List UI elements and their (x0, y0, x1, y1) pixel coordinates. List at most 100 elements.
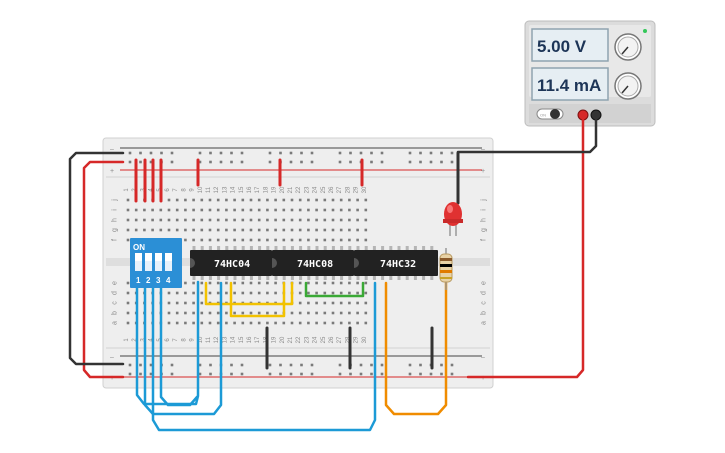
breadboard-hole[interactable] (450, 372, 454, 376)
breadboard-hole[interactable] (249, 321, 253, 325)
current-knob[interactable] (614, 72, 642, 100)
breadboard-hole[interactable] (338, 372, 342, 376)
breadboard-hole[interactable] (282, 198, 286, 202)
breadboard-hole[interactable] (268, 372, 272, 376)
breadboard-hole[interactable] (380, 151, 384, 155)
breadboard-hole[interactable] (349, 372, 352, 376)
breadboard-hole[interactable] (356, 301, 359, 305)
breadboard-hole[interactable] (126, 198, 130, 202)
breadboard-hole[interactable] (323, 208, 327, 212)
breadboard-hole[interactable] (200, 228, 204, 232)
breadboard-hole[interactable] (323, 218, 327, 222)
breadboard-hole[interactable] (149, 363, 153, 367)
breadboard-hole[interactable] (419, 372, 422, 376)
voltage-knob[interactable] (614, 33, 642, 61)
breadboard-hole[interactable] (274, 281, 277, 285)
breadboard-hole[interactable] (331, 208, 335, 212)
breadboard-hole[interactable] (209, 160, 212, 164)
breadboard-hole[interactable] (364, 301, 368, 305)
breadboard-hole[interactable] (339, 281, 343, 285)
breadboard-hole[interactable] (170, 151, 174, 155)
dip-switch[interactable]: ON 1 2 3 4 (130, 238, 182, 288)
breadboard-hole[interactable] (184, 238, 187, 242)
breadboard-hole[interactable] (257, 208, 261, 212)
breadboard-hole[interactable] (249, 198, 253, 202)
breadboard-hole[interactable] (126, 321, 130, 325)
breadboard-hole[interactable] (268, 363, 272, 367)
breadboard-hole[interactable] (216, 321, 220, 325)
breadboard-hole[interactable] (450, 151, 454, 155)
breadboard-hole[interactable] (198, 372, 202, 376)
breadboard-hole[interactable] (175, 228, 179, 232)
breadboard-hole[interactable] (233, 291, 236, 295)
breadboard-hole[interactable] (450, 363, 454, 367)
breadboard-hole[interactable] (323, 228, 327, 232)
breadboard-hole[interactable] (356, 311, 359, 315)
breadboard-hole[interactable] (331, 281, 335, 285)
breadboard-hole[interactable] (167, 218, 171, 222)
breadboard-hole[interactable] (225, 228, 228, 232)
breadboard-hole[interactable] (257, 281, 261, 285)
breadboard-hole[interactable] (356, 228, 359, 232)
breadboard-hole[interactable] (126, 301, 130, 305)
breadboard-hole[interactable] (216, 311, 220, 315)
breadboard-hole[interactable] (268, 151, 272, 155)
breadboard-hole[interactable] (175, 218, 179, 222)
breadboard-hole[interactable] (126, 281, 130, 285)
breadboard-hole[interactable] (331, 291, 335, 295)
breadboard-hole[interactable] (151, 228, 154, 232)
breadboard-hole[interactable] (331, 321, 335, 325)
breadboard-holes[interactable] (126, 151, 454, 376)
breadboard-hole[interactable] (339, 228, 343, 232)
breadboard-hole[interactable] (233, 228, 236, 232)
breadboard-hole[interactable] (159, 228, 163, 232)
breadboard-hole[interactable] (282, 218, 286, 222)
breadboard-hole[interactable] (241, 218, 245, 222)
breadboard-hole[interactable] (216, 291, 220, 295)
breadboard-hole[interactable] (233, 238, 236, 242)
breadboard-hole[interactable] (208, 198, 212, 202)
breadboard-hole[interactable] (298, 291, 302, 295)
breadboard-hole[interactable] (175, 198, 179, 202)
breadboard-hole[interactable] (307, 208, 310, 212)
breadboard-hole[interactable] (257, 291, 261, 295)
dip-switch-4[interactable] (165, 253, 172, 271)
breadboard-hole[interactable] (233, 311, 236, 315)
breadboard-hole[interactable] (192, 321, 195, 325)
breadboard-hole[interactable] (170, 372, 174, 376)
breadboard-hole[interactable] (198, 363, 202, 367)
breadboard-hole[interactable] (289, 363, 293, 367)
breadboard-hole[interactable] (274, 311, 277, 315)
breadboard-hole[interactable] (167, 291, 171, 295)
logic-wires[interactable] (204, 281, 365, 318)
breadboard-hole[interactable] (198, 160, 202, 164)
breadboard-hole[interactable] (151, 218, 154, 222)
breadboard-hole[interactable] (266, 321, 269, 325)
breadboard-hole[interactable] (167, 208, 171, 212)
breadboard-hole[interactable] (225, 208, 228, 212)
breadboard-hole[interactable] (167, 198, 171, 202)
breadboard-hole[interactable] (143, 218, 146, 222)
breadboard-hole[interactable] (175, 301, 179, 305)
breadboard-hole[interactable] (315, 208, 318, 212)
breadboard-hole[interactable] (359, 363, 363, 367)
breadboard-hole[interactable] (307, 291, 310, 295)
breadboard-hole[interactable] (323, 198, 327, 202)
breadboard-hole[interactable] (200, 311, 204, 315)
breadboard-hole[interactable] (200, 238, 204, 242)
breadboard-hole[interactable] (230, 363, 233, 367)
breadboard-hole[interactable] (339, 198, 343, 202)
breadboard-hole[interactable] (233, 281, 236, 285)
breadboard-hole[interactable] (307, 238, 310, 242)
breadboard-hole[interactable] (216, 218, 220, 222)
breadboard-hole[interactable] (240, 151, 244, 155)
breadboard-hole[interactable] (348, 281, 351, 285)
breadboard-hole[interactable] (160, 151, 163, 155)
breadboard-hole[interactable] (208, 228, 212, 232)
breadboard-hole[interactable] (200, 218, 204, 222)
breadboard-hole[interactable] (126, 228, 130, 232)
breadboard-hole[interactable] (349, 151, 352, 155)
breadboard-hole[interactable] (274, 238, 277, 242)
breadboard-hole[interactable] (348, 311, 351, 315)
power-wires[interactable] (68, 118, 598, 379)
